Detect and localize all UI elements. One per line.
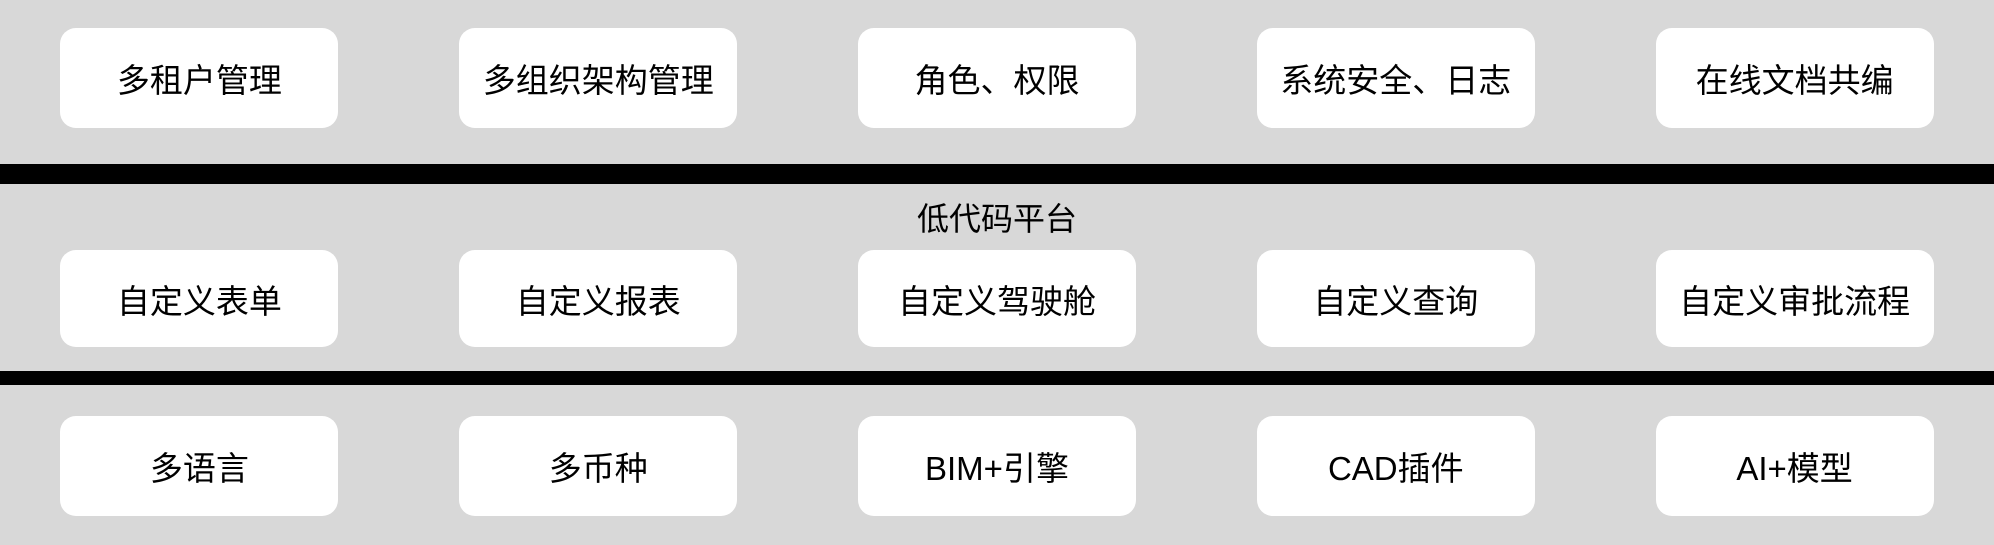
card-ai-model: AI+模型 <box>1655 416 1934 516</box>
card-custom-approval-flow: 自定义审批流程 <box>1655 250 1934 347</box>
card-system-security-logs: 系统安全、日志 <box>1256 28 1535 128</box>
card-roles-permissions: 角色、权限 <box>857 28 1136 128</box>
card-multi-org-structure-management: 多组织架构管理 <box>459 28 738 128</box>
card-multi-tenant-management: 多租户管理 <box>60 28 339 128</box>
top-feature-row: 多租户管理 多组织架构管理 角色、权限 系统安全、日志 在线文档共编 <box>0 28 1994 128</box>
card-multi-language: 多语言 <box>60 416 339 516</box>
divider-bar-bottom <box>0 371 1994 385</box>
card-online-doc-coediting: 在线文档共编 <box>1655 28 1934 128</box>
card-bim-engine: BIM+引擎 <box>857 416 1136 516</box>
bottom-feature-row: 多语言 多币种 BIM+引擎 CAD插件 AI+模型 <box>0 416 1994 516</box>
divider-bar-top <box>0 164 1994 184</box>
card-custom-query: 自定义查询 <box>1256 250 1535 347</box>
card-custom-dashboard: 自定义驾驶舱 <box>857 250 1136 347</box>
low-code-feature-row: 自定义表单 自定义报表 自定义驾驶舱 自定义查询 自定义审批流程 <box>0 250 1994 347</box>
card-multi-currency: 多币种 <box>459 416 738 516</box>
card-custom-report: 自定义报表 <box>459 250 738 347</box>
card-custom-form: 自定义表单 <box>60 250 339 347</box>
card-cad-plugin: CAD插件 <box>1256 416 1535 516</box>
low-code-platform-label: 低代码平台 <box>916 201 1077 237</box>
